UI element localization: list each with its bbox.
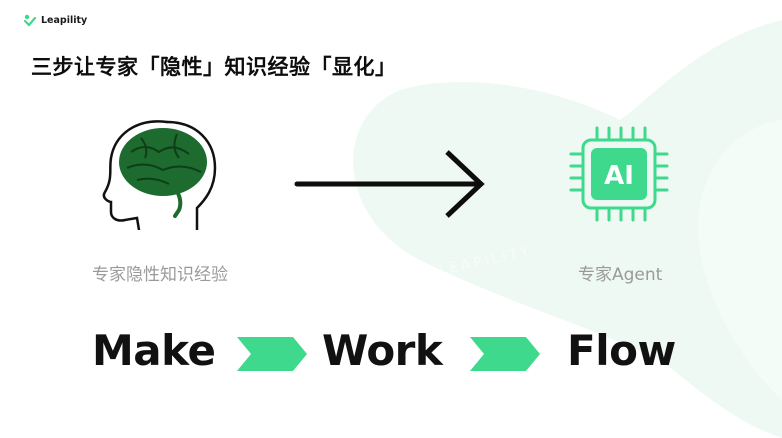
- brand-logo[interactable]: Leapility: [23, 13, 87, 27]
- chevron-right-icon: [470, 337, 540, 371]
- chip-label: AI: [604, 161, 634, 191]
- page-title: 三步让专家「隐性」知识经验「显化」: [31, 55, 397, 79]
- tacit-knowledge-caption: 专家隐性知识经验: [92, 265, 228, 285]
- leapility-logo-icon: [23, 14, 37, 27]
- right-arrow-icon: [294, 150, 485, 218]
- ai-chip-icon: AI: [569, 126, 669, 222]
- human-brain-icon: [102, 120, 217, 230]
- flow-step-work: Work: [322, 326, 443, 375]
- flow-step-flow: Flow: [567, 326, 676, 375]
- flow-step-make: Make: [92, 326, 216, 375]
- expert-agent-caption: 专家Agent: [578, 265, 663, 285]
- brand-name: Leapility: [41, 14, 88, 26]
- chevron-right-icon: [237, 337, 307, 371]
